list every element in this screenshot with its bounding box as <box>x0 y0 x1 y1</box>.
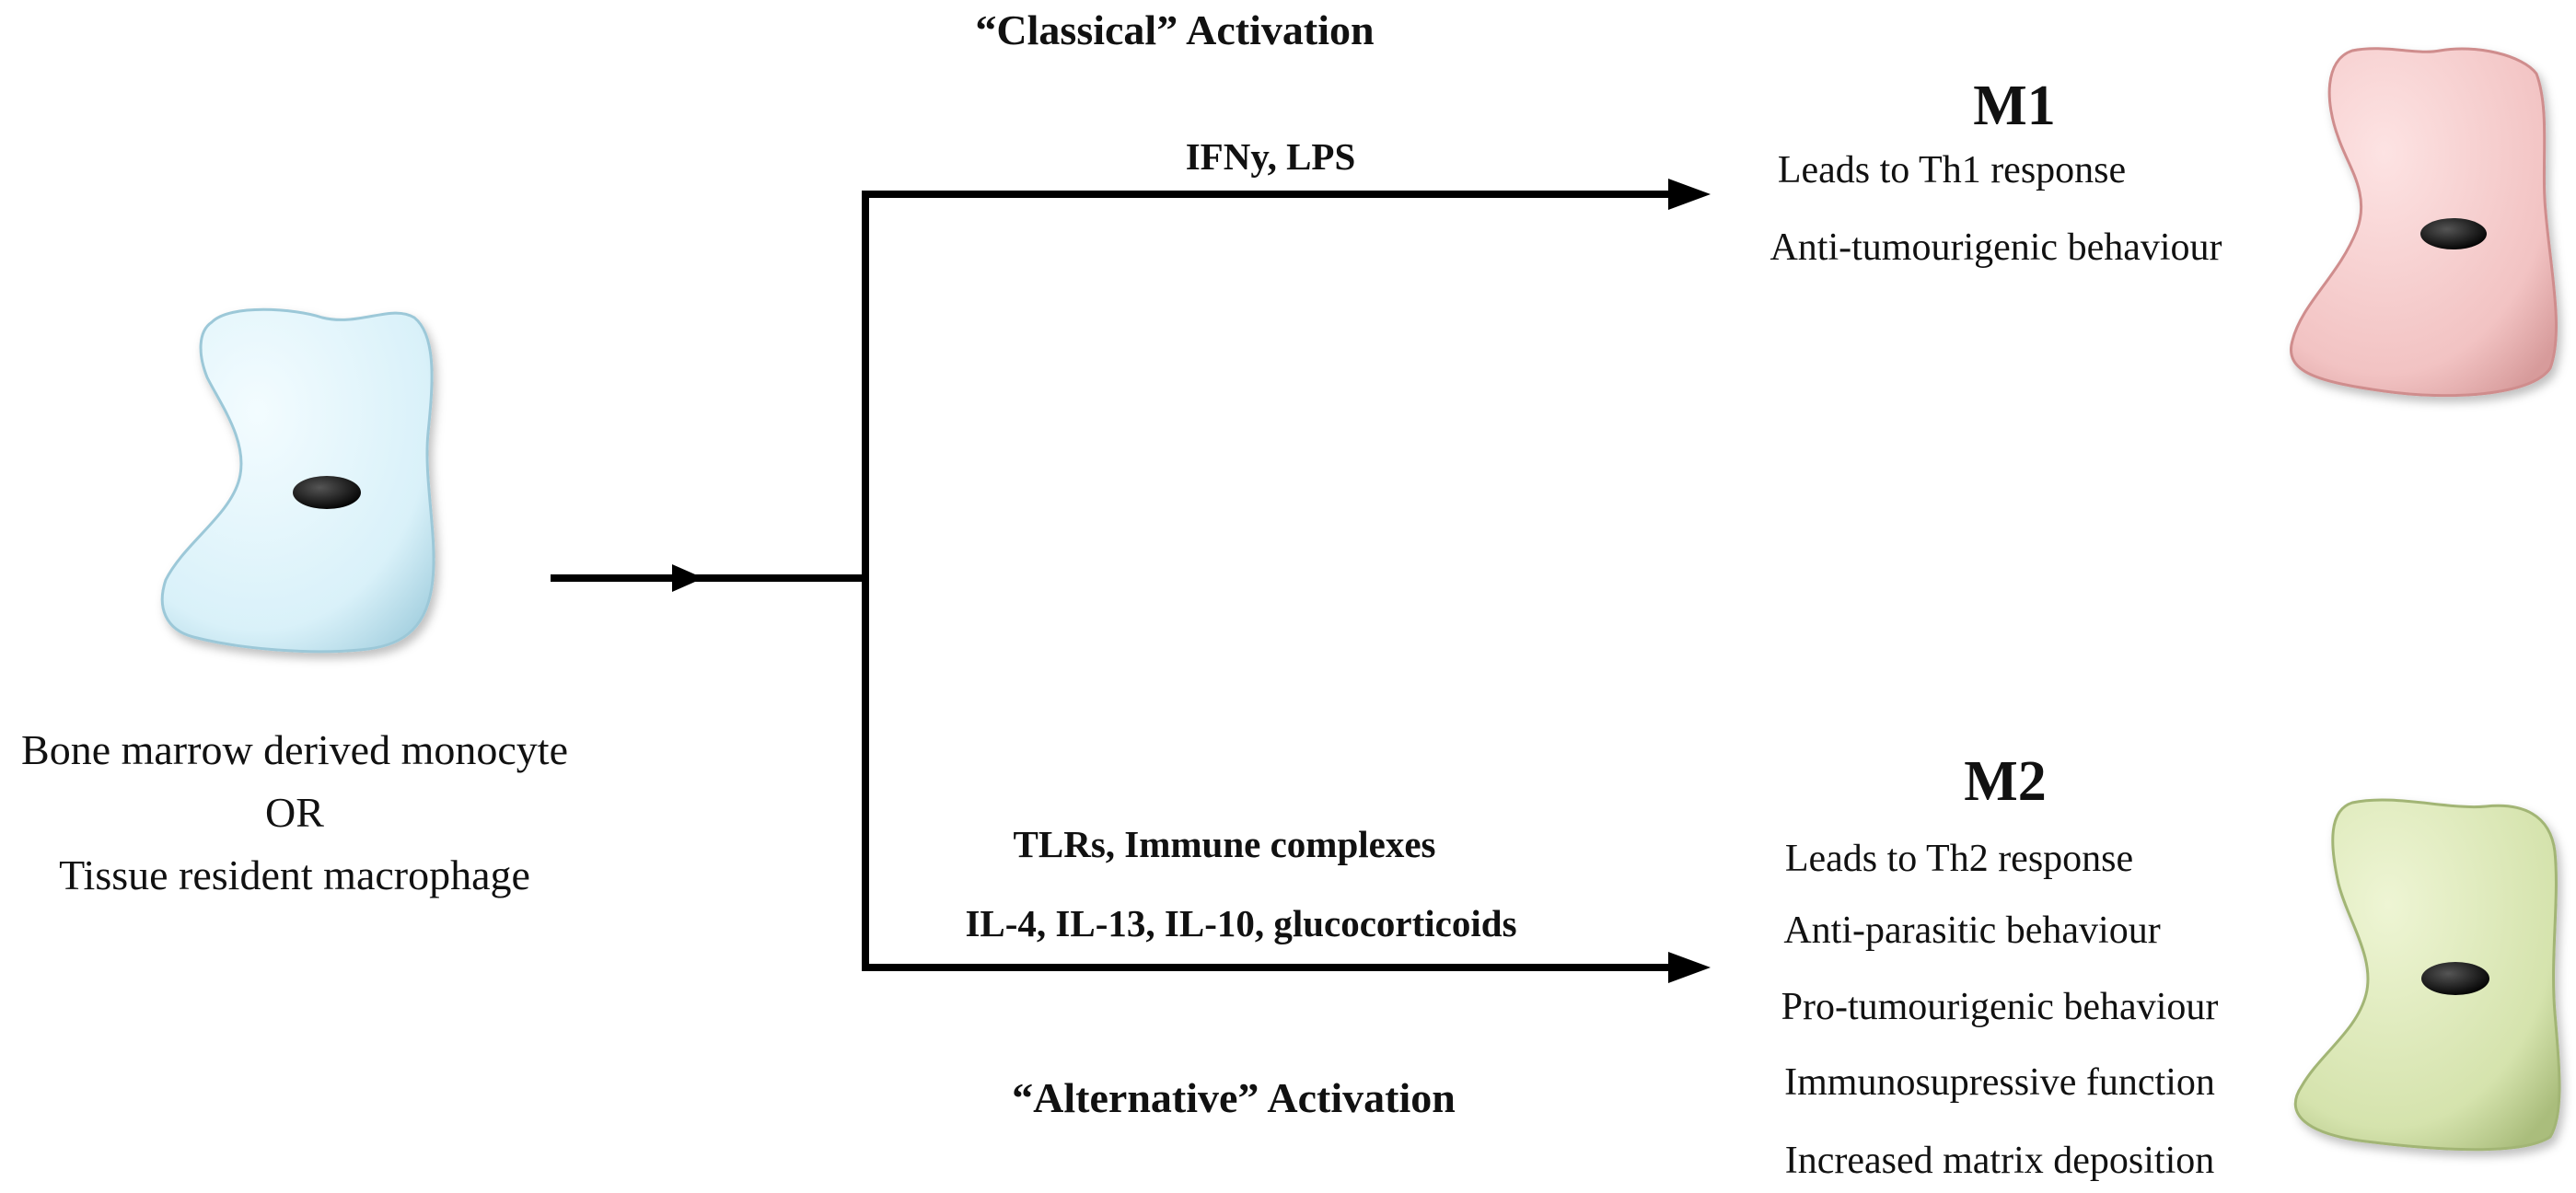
source-cell-nucleus <box>293 476 361 509</box>
m1-property: Leads to Th1 response <box>1777 149 2127 191</box>
classical-activation-title: “Classical” Activation <box>975 6 1375 53</box>
m2-cell-nucleus <box>2421 962 2489 995</box>
m2-property: Immunosupressive function <box>1784 1061 2215 1104</box>
m1-label: M1 <box>1973 75 2056 137</box>
source-label-line-1: Bone marrow derived monocyte <box>21 726 568 773</box>
source-label-line-3: Tissue resident macrophage <box>59 851 530 898</box>
m2-property: Increased matrix deposition <box>1784 1140 2215 1182</box>
alternative-stimulus-label-1: TLRs, Immune complexes <box>1013 823 1436 865</box>
source-label-line-2: OR <box>265 789 324 836</box>
m2-arrowhead <box>1668 952 1711 983</box>
alternative-stimulus-label-2: IL-4, IL-13, IL-10, glucocorticoids <box>965 902 1517 944</box>
classical-stimulus-label: IFNy, LPS <box>1185 135 1356 178</box>
m1-arrowhead <box>1668 179 1711 210</box>
pathway-connectors <box>551 191 1676 971</box>
m1-property: Anti-tumourigenic behaviour <box>1770 226 2222 269</box>
source-arrowhead <box>672 564 703 592</box>
source-cell <box>160 307 435 654</box>
alternative-activation-title: “Alternative” Activation <box>1012 1074 1456 1121</box>
m2-property: Leads to Th2 response <box>1784 838 2134 880</box>
m2-property: Anti-parasitic behaviour <box>1783 909 2161 952</box>
m1-cell <box>2290 47 2558 398</box>
m2-property: Pro-tumourigenic behaviour <box>1781 986 2219 1028</box>
m2-label: M2 <box>1964 750 2047 813</box>
m1-cell-nucleus <box>2420 218 2487 249</box>
